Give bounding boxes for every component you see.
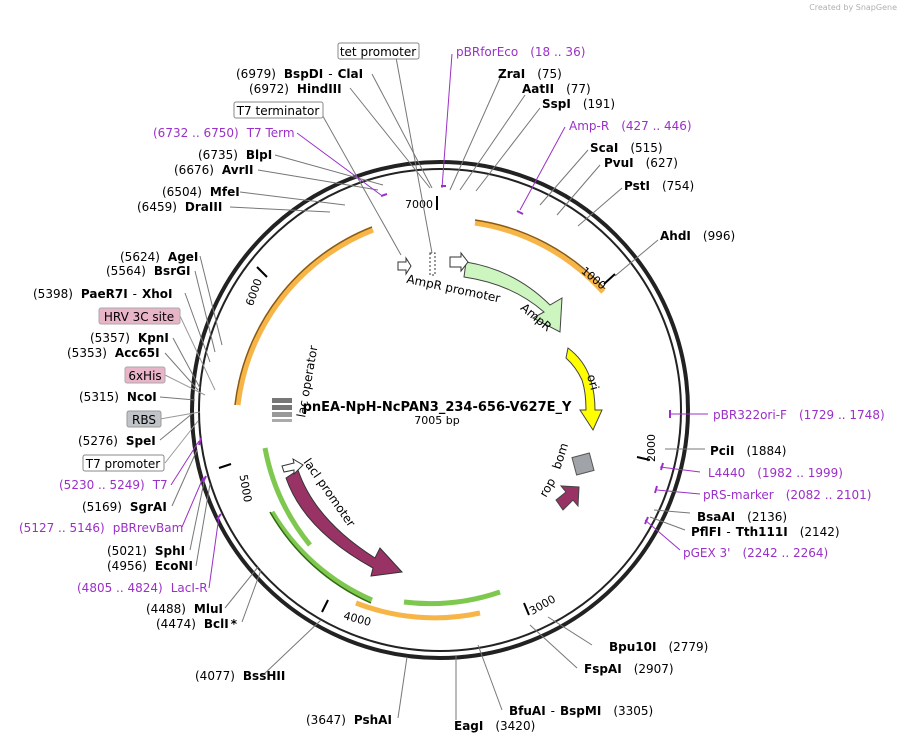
box-t7-promoter: T7 promoter — [85, 457, 161, 471]
svg-text:SspI(191): SspI(191) — [542, 97, 615, 111]
svg-text:Amp-R(427 .. 446): Amp-R(427 .. 446) — [569, 119, 692, 133]
snapgene-credit: Created by SnapGene — [809, 3, 897, 12]
plasmid-size: 7005 bp — [414, 414, 459, 427]
svg-text:Bpu10I(2779): Bpu10I(2779) — [609, 640, 708, 654]
svg-text:ZraI(75): ZraI(75) — [498, 67, 562, 81]
tick-5000: 5000 — [236, 473, 254, 503]
feature-rop[interactable]: rop — [536, 475, 580, 511]
tick-7000: 7000 — [405, 198, 433, 211]
svg-text:(6504)MfeI: (6504)MfeI — [162, 185, 240, 199]
primer-labels-left: (6732 .. 6750)T7 Term (5230 .. 5249)T7 (… — [19, 126, 295, 595]
svg-text:BfuAI-BspMI(3305): BfuAI-BspMI(3305) — [509, 704, 653, 718]
box-t7-terminator: T7 terminator — [236, 104, 320, 118]
svg-text:(6979)BspDI-ClaI: (6979)BspDI-ClaI — [236, 67, 363, 81]
primer-lines-right — [441, 53, 708, 551]
box-rbs: RBS — [132, 413, 156, 427]
svg-text:(5276)SpeI: (5276)SpeI — [78, 434, 156, 448]
svg-text:(6459)DraIII: (6459)DraIII — [137, 200, 222, 214]
orange-arc-top-right — [474, 220, 605, 294]
svg-text:(6972)HindIII: (6972)HindIII — [249, 82, 342, 96]
leader-lines-right — [261, 77, 705, 720]
svg-text:(5353)Acc65I: (5353)Acc65I — [67, 346, 160, 360]
svg-text:(4805 .. 4824)LacI-R: (4805 .. 4824)LacI-R — [77, 581, 208, 595]
svg-text:(6735)BlpI: (6735)BlpI — [198, 148, 272, 162]
svg-text:pBRforEco(18 .. 36): pBRforEco(18 .. 36) — [456, 45, 585, 59]
svg-text:(3647)PshAI: (3647)PshAI — [306, 713, 392, 727]
feature-ori[interactable]: ori — [565, 347, 603, 432]
site-labels-right: ZraI(75) AatII(77) SspI(191) ScaI(515) P… — [454, 67, 840, 733]
leader-lines-left — [159, 51, 433, 623]
svg-text:PciI(1884): PciI(1884) — [710, 444, 786, 458]
svg-text:pRS-marker(2082 .. 2101): pRS-marker(2082 .. 2101) — [703, 488, 871, 502]
svg-text:ScaI(515): ScaI(515) — [590, 141, 663, 155]
svg-text:(4956)EcoNI: (4956)EcoNI — [107, 559, 193, 573]
svg-text:PstI(754): PstI(754) — [624, 179, 694, 193]
svg-text:AhdI(996): AhdI(996) — [660, 229, 735, 243]
box-tet-promoter: tet promoter — [340, 45, 416, 59]
svg-text:pGEX 3'(2242 .. 2264): pGEX 3'(2242 .. 2264) — [683, 546, 828, 560]
rop-label: rop — [536, 475, 558, 499]
ori-label: ori — [584, 373, 602, 392]
svg-text:(5564)BsrGI: (5564)BsrGI — [106, 264, 190, 278]
backbone-inner — [198, 168, 682, 652]
tick-6000: 6000 — [243, 277, 265, 308]
highlight-arcs — [235, 220, 605, 621]
plasmid-name: pnEA-NpH-NcPAN3_234-656-V627E_Y — [303, 400, 572, 415]
svg-text:FspAI(2907): FspAI(2907) — [584, 662, 674, 676]
svg-text:pBR322ori-F(1729 .. 1748): pBR322ori-F(1729 .. 1748) — [713, 408, 885, 422]
feature-bom: bom — [550, 441, 595, 476]
bom-label: bom — [550, 441, 572, 471]
site-labels-left: (6979)BspDI-ClaI (6972)HindIII (6735)Blp… — [33, 67, 392, 727]
svg-text:(5230 .. 5249)T7: (5230 .. 5249)T7 — [59, 478, 168, 492]
svg-text:(5169)SgrAI: (5169)SgrAI — [82, 500, 167, 514]
green-arc-left-lower — [262, 447, 312, 547]
green-arc-bottom — [403, 589, 501, 607]
highlight-arc-edges — [234, 219, 606, 604]
svg-text:L4440(1982 .. 1999): L4440(1982 .. 1999) — [708, 466, 843, 480]
tick-3000: 3000 — [527, 592, 558, 617]
backbone-outer — [190, 160, 690, 660]
svg-text:(6732 .. 6750)T7 Term: (6732 .. 6750)T7 Term — [153, 126, 295, 140]
tick-labels: 7000 1000 2000 3000 4000 5000 6000 — [236, 198, 658, 629]
boxed-labels: tet promoter T7 terminator HRV 3C site 6… — [82, 42, 420, 472]
svg-text:(5624)AgeI: (5624)AgeI — [120, 250, 198, 264]
tick-marks — [218, 196, 651, 616]
tick-2000: 2000 — [645, 434, 658, 462]
box-hrv-3c-site: HRV 3C site — [104, 310, 174, 324]
primer-lines-left — [170, 132, 382, 589]
svg-text:EagI(3420): EagI(3420) — [454, 719, 535, 733]
green-arc-bottom-left — [269, 510, 373, 603]
primer-labels-right: pBRforEco(18 .. 36) Amp-R(427 .. 446) pB… — [456, 45, 885, 560]
svg-text:(4077)BssHII: (4077)BssHII — [195, 669, 285, 683]
box-6xhis: 6xHis — [128, 369, 161, 383]
svg-text:(4474)BclI*: (4474)BclI* — [156, 617, 238, 631]
orange-arc-left — [235, 227, 374, 406]
svg-text:PflFI-Tth111I(2142): PflFI-Tth111I(2142) — [691, 525, 840, 539]
svg-text:AatII(77): AatII(77) — [522, 82, 591, 96]
svg-text:PvuI(627): PvuI(627) — [604, 156, 678, 170]
svg-text:(6676)AvrII: (6676)AvrII — [174, 163, 253, 177]
svg-text:(5398)PaeR7I-XhoI: (5398)PaeR7I-XhoI — [33, 287, 173, 301]
orange-arc-bottom — [355, 600, 481, 621]
tick-4000: 4000 — [342, 609, 372, 629]
svg-text:(5021)SphI: (5021)SphI — [107, 544, 185, 558]
svg-text:(5357)KpnI: (5357)KpnI — [90, 331, 169, 345]
svg-text:(5315)NcoI: (5315)NcoI — [79, 390, 157, 404]
svg-text:(5127 .. 5146)pBRrevBam: (5127 .. 5146)pBRrevBam — [19, 521, 183, 535]
svg-text:(4488)MluI: (4488)MluI — [146, 602, 223, 616]
box-leader-lines — [159, 315, 216, 464]
tet-arrow-marks — [397, 252, 436, 276]
svg-text:BsaAI(2136): BsaAI(2136) — [697, 510, 787, 524]
